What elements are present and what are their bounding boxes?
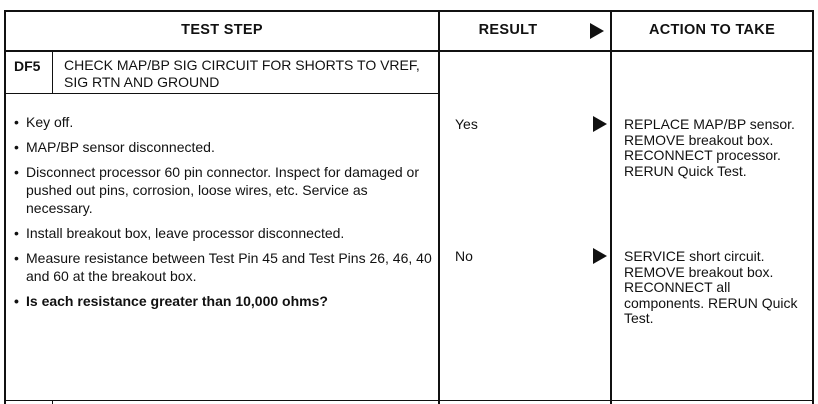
result-yes: Yes <box>455 116 478 132</box>
instruction-item: Disconnect processor 60 pin connector. I… <box>14 163 432 217</box>
step-id: DF5 <box>14 58 41 74</box>
step-title: CHECK MAP/BP SIG CIRCUIT FOR SHORTS TO V… <box>64 57 420 90</box>
header-action: ACTION TO TAKE <box>648 22 776 38</box>
instruction-list: Key off. MAP/BP sensor disconnected. Dis… <box>14 113 432 317</box>
instruction-item: Measure resistance between Test Pin 45 a… <box>14 249 432 285</box>
instruction-item: MAP/BP sensor disconnected. <box>14 138 432 156</box>
top-border <box>4 10 814 12</box>
bottom-border <box>4 400 814 401</box>
header-result: RESULT <box>478 22 538 38</box>
header-arrow-icon <box>590 23 604 39</box>
right-border <box>812 10 814 404</box>
step-title-bottom <box>4 93 440 94</box>
instruction-item: Install breakout box, leave processor di… <box>14 224 432 242</box>
result-no: No <box>455 248 473 264</box>
next-step-stub <box>52 400 53 404</box>
left-border <box>4 10 6 404</box>
instruction-item: Key off. <box>14 113 432 131</box>
header-test-step: TEST STEP <box>181 22 263 38</box>
result-no-arrow-icon <box>593 248 607 264</box>
result-yes-arrow-icon <box>593 116 607 132</box>
col-divider-2 <box>610 10 612 404</box>
header-bottom-border <box>4 50 814 52</box>
col-divider-1 <box>438 10 440 404</box>
instruction-question: Is each resistance greater than 10,000 o… <box>14 292 432 310</box>
action-yes: REPLACE MAP/BP sensor. REMOVE breakout b… <box>624 116 795 179</box>
action-no: SERVICE short circuit. REMOVE breakout b… <box>624 248 798 326</box>
step-id-divider <box>52 52 53 93</box>
